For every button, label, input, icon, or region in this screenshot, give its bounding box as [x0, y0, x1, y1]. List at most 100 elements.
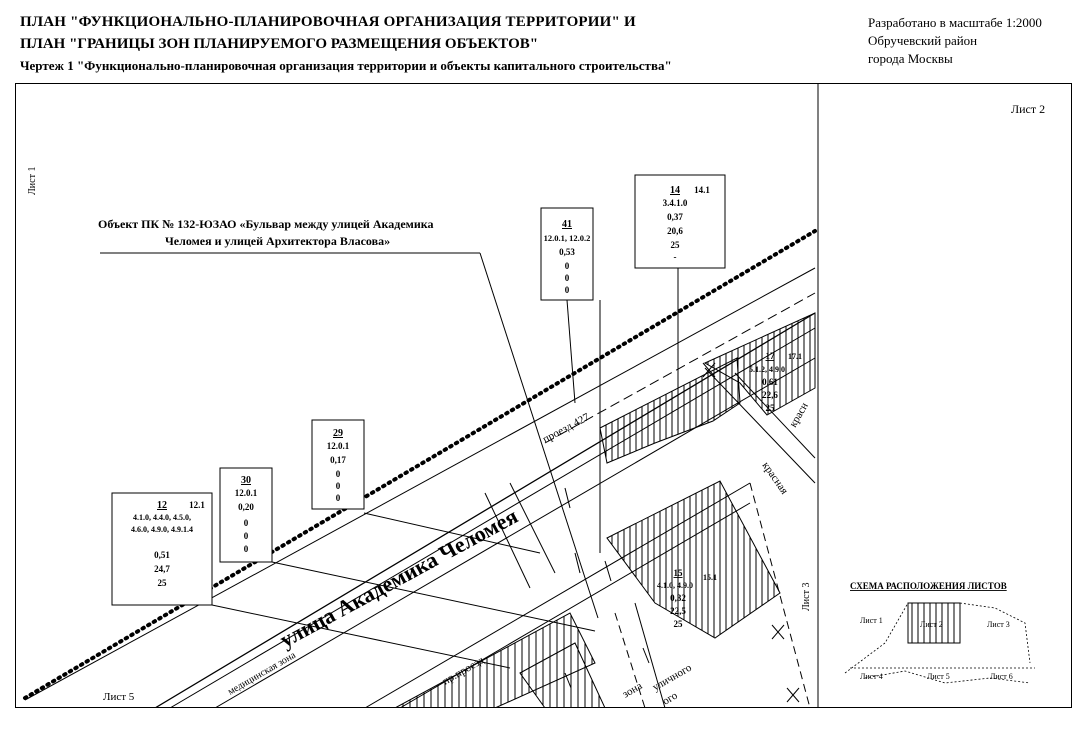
street-name-proezd: проезд 427 [541, 411, 592, 446]
svg-text:5.1.2, 4.9.0: 5.1.2, 4.9.0 [749, 365, 785, 374]
svg-text:25: 25 [674, 619, 684, 629]
side-road-4 [509, 482, 556, 574]
svg-text:12: 12 [157, 500, 167, 511]
svg-text:0,32: 0,32 [670, 593, 686, 603]
road-edge-5 [364, 482, 751, 708]
svg-text:24,7: 24,7 [154, 564, 170, 574]
street-name-krasn: красн [787, 400, 811, 429]
parcel-box-12[interactable]: 12 12.1 4.1.0, 4.4.0, 4.5.0, 4.6.0, 4.9.… [111, 492, 213, 606]
road-edge-4 [214, 357, 816, 708]
scale-info: Разработано в масштабе 1:2000 Обручевски… [868, 14, 1042, 68]
plan-title-line1: ПЛАН "ФУНКЦИОНАЛЬНО-ПЛАНИРОВОЧНАЯ ОРГАНИ… [20, 14, 636, 30]
svg-text:22,5: 22,5 [670, 606, 686, 616]
red-line-boundary [23, 229, 817, 700]
map-frame[interactable]: Лист 2 Лист 1 Лист 5 Лист 3 улица Академ… [15, 83, 1072, 708]
zone-ogo: ого [661, 689, 681, 707]
zone-ulichnogo: уличного [651, 661, 695, 693]
sheet-bottom-left-label: Лист 5 [103, 691, 135, 703]
road-markers [564, 487, 650, 689]
svg-text:14.1: 14.1 [694, 185, 710, 195]
road-dashed [544, 292, 816, 444]
svg-text:12.0.1: 12.0.1 [327, 441, 350, 451]
svg-text:20,6: 20,6 [667, 226, 683, 236]
zone-medical: медицинская зона [226, 650, 298, 698]
sheet-layout-inset[interactable]: СХЕМА РАСПОЛОЖЕНИЯ ЛИСТОВ Лист 1 Лист 2 … [844, 581, 1035, 684]
road-edge-6 [399, 502, 751, 708]
road-edge-1 [24, 267, 816, 701]
svg-text:0: 0 [244, 544, 249, 554]
svg-text:Лист 2: Лист 2 [920, 620, 943, 629]
scale-text: Разработано в масштабе 1:2000 [868, 15, 1042, 30]
svg-text:17: 17 [766, 351, 776, 361]
svg-text:0: 0 [244, 518, 249, 528]
svg-text:0,53: 0,53 [559, 247, 575, 257]
svg-text:15.1: 15.1 [703, 573, 717, 582]
svg-text:12.0.1: 12.0.1 [235, 488, 258, 498]
side-road-6 [614, 612, 646, 708]
district-text: Обручевский район [868, 33, 978, 48]
hatched-parcel-15 [606, 480, 781, 639]
street-name-main: улица Академика Челомея [275, 503, 521, 652]
svg-text:Лист 3: Лист 3 [987, 620, 1010, 629]
svg-text:4.1.0, 4.9.0: 4.1.0, 4.9.0 [657, 581, 693, 590]
parcel-box-29[interactable]: 29 12.0.1 0,17 0 0 0 [311, 419, 365, 510]
svg-text:0: 0 [244, 531, 249, 541]
sheet-left-label: Лист 1 [27, 167, 38, 195]
zone-label: зона [621, 680, 645, 701]
svg-text:0: 0 [336, 469, 341, 479]
parcel-label-17[interactable]: 17 17.1 5.1.2, 4.9.0 0,61 22,6 25 [749, 351, 802, 413]
svg-text:29: 29 [333, 428, 343, 439]
svg-text:12.0.1, 12.0.2: 12.0.1, 12.0.2 [544, 233, 591, 243]
svg-text:0: 0 [336, 493, 341, 503]
svg-text:0: 0 [565, 261, 570, 271]
svg-text:0: 0 [565, 273, 570, 283]
side-road-3 [484, 492, 531, 589]
road-edge-3 [169, 327, 816, 708]
svg-text:25: 25 [158, 578, 168, 588]
map-border [15, 83, 1072, 708]
side-road-5 [634, 602, 666, 708]
svg-text:4.1.0, 4.4.0, 4.5.0,: 4.1.0, 4.4.0, 4.5.0, [133, 513, 191, 522]
object-label-line1: Объект ПК № 132-ЮЗАО «Бульвар между улиц… [98, 217, 433, 231]
svg-text:22,6: 22,6 [762, 390, 778, 400]
svg-text:0,20: 0,20 [238, 502, 254, 512]
sheet-current-label: Лист 2 [1011, 102, 1045, 116]
parcel-box-30[interactable]: 30 12.0.1 0,20 0 0 0 [219, 467, 273, 563]
side-road-2 [734, 372, 816, 459]
parcel-box-14[interactable]: 14 14.1 3.4.1.0 0,37 20,6 25 - [634, 174, 726, 269]
svg-text:17.1: 17.1 [788, 352, 802, 361]
road-edge-2 [154, 312, 816, 708]
svg-text:14: 14 [670, 185, 680, 196]
svg-text:-: - [674, 252, 677, 262]
svg-text:0,17: 0,17 [330, 455, 346, 465]
hatched-parcel-bottom2 [519, 642, 606, 708]
svg-text:12.1: 12.1 [189, 500, 205, 510]
street-name-krasnaya: красная [760, 460, 791, 497]
svg-text:Лист 6: Лист 6 [990, 672, 1013, 681]
svg-text:25: 25 [766, 403, 776, 413]
sheet-right-label: Лист 3 [801, 583, 812, 611]
svg-text:0,51: 0,51 [154, 550, 170, 560]
svg-text:41: 41 [562, 219, 572, 230]
parcel-label-15[interactable]: 15 15.1 4.1.0, 4.9.0 0,32 22,5 25 [657, 568, 717, 629]
svg-text:0: 0 [565, 285, 570, 295]
svg-text:3.4.1.0: 3.4.1.0 [663, 198, 688, 208]
svg-text:0: 0 [336, 481, 341, 491]
drawing-subtitle: Чертеж 1 "Функционально-планировочная ор… [20, 58, 672, 73]
parcel-12-leader [211, 604, 511, 669]
object-label-line2: Челомея и улицей Архитектора Власова» [165, 234, 390, 248]
city-text: города Москвы [868, 51, 953, 66]
parcel-box-41[interactable]: 41 12.0.1, 12.0.2 0,53 0 0 0 [540, 207, 594, 301]
object-leader-line [479, 252, 599, 619]
svg-text:15: 15 [674, 568, 684, 578]
svg-text:Лист 5: Лист 5 [927, 672, 950, 681]
svg-text:СХЕМА РАСПОЛОЖЕНИЯ ЛИСТОВ: СХЕМА РАСПОЛОЖЕНИЯ ЛИСТОВ [850, 581, 1007, 591]
parcel-30-leader [271, 561, 596, 632]
svg-text:0,37: 0,37 [667, 212, 683, 222]
hatched-parcel-right [703, 312, 816, 416]
side-road-1 [704, 367, 816, 484]
svg-text:4.6.0, 4.9.0, 4.9.1.4: 4.6.0, 4.9.0, 4.9.1.4 [131, 525, 193, 534]
svg-text:0,61: 0,61 [762, 377, 778, 387]
svg-text:Лист 1: Лист 1 [860, 616, 883, 625]
svg-text:Лист 4: Лист 4 [860, 672, 883, 681]
